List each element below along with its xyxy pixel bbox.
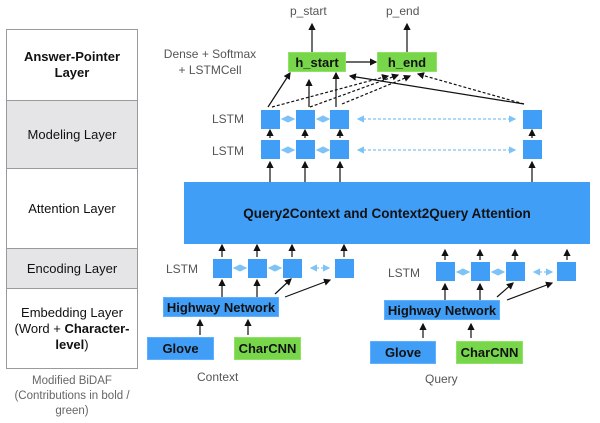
query-highway-network: Highway Network xyxy=(384,300,500,320)
layer-modeling: Modeling Layer xyxy=(7,101,137,169)
layer-attention: Attention Layer xyxy=(7,169,137,249)
attention-block: Query2Context and Context2Query Attentio… xyxy=(184,182,590,244)
query-label: Query xyxy=(425,372,458,386)
pointer-description: Dense + Softmax+ LSTMCell xyxy=(163,47,257,77)
modeling-lstm-cell xyxy=(330,140,349,159)
context-charcnn-box: CharCNN xyxy=(234,337,301,360)
context-lstm-label: LSTM xyxy=(166,262,199,276)
context-label: Context xyxy=(197,370,239,384)
query-charcnn-box: CharCNN xyxy=(456,341,523,364)
query-lstm-cell xyxy=(471,262,490,281)
context-lstm-cell xyxy=(335,259,354,278)
modeling-lstm-cell xyxy=(296,110,315,129)
context-lstm-cell xyxy=(283,259,302,278)
query-lstm-cell xyxy=(506,262,525,281)
p-start-label: p_start xyxy=(290,4,327,18)
context-highway-network: Highway Network xyxy=(163,297,279,317)
query-glove-box: Glove xyxy=(370,341,436,364)
diagram-caption: Modified BiDAF (Contributions in bold / … xyxy=(14,375,130,417)
query-lstm-cell xyxy=(436,262,455,281)
modeling-lstm-cell xyxy=(261,110,280,129)
modeling-lstm-label-1: LSTM xyxy=(212,112,245,126)
modeling-lstm-cell xyxy=(330,110,349,129)
p-end-label: p_end xyxy=(386,4,420,18)
context-lstm-cell xyxy=(213,259,232,278)
modeling-lstm-label-2: LSTM xyxy=(212,144,245,158)
h-end-box: h_end xyxy=(377,52,437,72)
layer-answer-pointer: Answer-Pointer Layer xyxy=(7,30,137,101)
query-lstm-cell xyxy=(557,262,576,281)
modeling-lstm-cell xyxy=(296,140,315,159)
context-glove-box: Glove xyxy=(147,337,214,360)
h-start-box: h_start xyxy=(288,52,346,72)
modeling-lstm-cell xyxy=(523,140,542,159)
context-lstm-cell xyxy=(248,259,267,278)
layer-embedding: Embedding Layer (Word + Character-level) xyxy=(7,289,137,368)
layer-embedding-text: Embedding Layer (Word + Character-level) xyxy=(14,304,130,352)
layer-legend: Answer-Pointer Layer Modeling Layer Atte… xyxy=(6,29,138,369)
modeling-lstm-cell xyxy=(523,110,542,129)
layer-encoding: Encoding Layer xyxy=(7,249,137,289)
modeling-lstm-cell xyxy=(261,140,280,159)
query-lstm-label: LSTM xyxy=(388,266,421,280)
